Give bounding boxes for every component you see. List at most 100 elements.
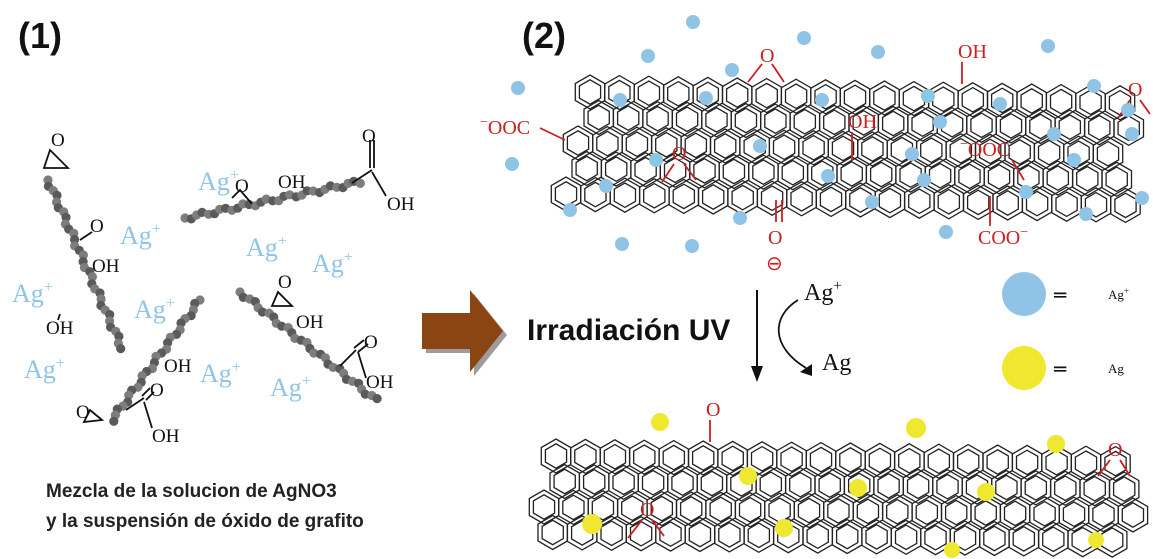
carbon-ring-inner	[750, 445, 774, 472]
carbon-ring-inner	[877, 472, 900, 499]
curved-arrow-icon	[800, 364, 812, 376]
carbon-ring-inner	[700, 470, 724, 497]
carbon-ring-inner	[675, 106, 699, 133]
carbon-ring-inner	[721, 445, 744, 472]
carbon-ring-inner	[600, 520, 623, 547]
panel-1-functional-groups: O O OH OH O OH O OH OH O O OH O	[42, 126, 415, 447]
carbon-ring-inner	[966, 189, 990, 216]
ag-ion-dot	[1041, 39, 1055, 53]
epoxide-bottom-left-bonds	[627, 519, 665, 539]
flake-bead	[109, 416, 119, 426]
carbon-ring-inner	[920, 137, 943, 164]
carbon-ring-inner	[915, 499, 939, 526]
carbon-ring-inner	[655, 131, 678, 158]
ag-nanoparticle-dot	[1088, 532, 1104, 548]
carbon-ring-inner	[936, 473, 959, 500]
flake-bead	[114, 331, 124, 341]
panel-1: (1) O O OH OH O OH O OH OH O	[12, 15, 415, 532]
reactant-label: Ag+	[804, 278, 842, 306]
carbon-ring-inner	[1088, 114, 1111, 141]
carbon-ring-inner	[1092, 501, 1115, 528]
carbon-ring-inner	[596, 130, 619, 157]
carbon-ring-inner	[582, 468, 606, 495]
carbon-ring-inner	[818, 472, 841, 499]
curved-arrow-shaft	[777, 299, 807, 369]
carbon-ring-inner	[781, 159, 805, 186]
ag-ion-dot	[917, 173, 931, 187]
carbonyl-o-4: O	[364, 332, 378, 353]
flake-bead	[372, 394, 382, 404]
ag-ion-label-5: Ag+	[12, 279, 53, 308]
carbon-ring-inner	[734, 107, 758, 134]
carbon-ring-inner	[873, 85, 896, 111]
carbon-ring-inner	[667, 80, 690, 107]
carbon-ring-inner	[613, 182, 637, 209]
flake-bead	[70, 234, 80, 245]
oxyanion-bond	[775, 200, 783, 222]
carboxylate-mid: −OOC	[960, 137, 1010, 161]
carbon-ring-inner	[722, 158, 746, 185]
carbon-ring	[1096, 522, 1128, 558]
carbon-ring-inner	[780, 446, 803, 473]
carbonyl-bond-1	[79, 231, 93, 241]
carbon-ring-inner	[847, 472, 871, 499]
carbon-ring-inner	[1105, 166, 1128, 193]
silver-ion-dots	[505, 15, 1149, 253]
carbon-ring-inner	[983, 525, 1006, 552]
carbon-ring-inner	[701, 184, 725, 210]
carbon-ring-inner	[898, 447, 921, 474]
carbon-ring-inner	[840, 160, 863, 187]
carbon-ring-inner	[974, 500, 997, 526]
carbon-ring-inner	[1033, 500, 1056, 527]
carbon-ring-inner	[814, 83, 837, 110]
carbon-ring	[1117, 497, 1149, 533]
carbon-ring-inner	[641, 469, 665, 496]
carbonyl-o-3: O	[150, 380, 164, 401]
carbon-ring-inner	[738, 496, 762, 523]
ag-ion-dot	[511, 81, 525, 95]
carbon-ring-inner	[616, 105, 640, 132]
carbon-ring	[1101, 161, 1133, 198]
carbon-ring-inner	[809, 446, 833, 473]
epoxide-o-right: O	[1128, 79, 1142, 101]
carbon-ring-inner	[1015, 449, 1039, 476]
carbon-ring-inner	[1029, 113, 1052, 140]
epoxide-ring-4	[270, 290, 295, 307]
carbon-ring-inner	[772, 134, 796, 161]
carbon-ring-inner	[937, 188, 961, 215]
epoxide-o-top: O	[760, 45, 774, 67]
hydroxyl-1: OH	[92, 256, 120, 277]
flake-bead	[176, 318, 186, 328]
flake-bead	[61, 212, 71, 222]
carbon-ring-inner	[637, 80, 661, 107]
legend-particle-label: Ag	[1108, 361, 1124, 376]
hydroxyl-8: OH	[366, 372, 394, 393]
ag-ion-dot	[821, 169, 835, 183]
flake-bead	[116, 344, 126, 354]
carbon-ring	[1108, 471, 1140, 507]
carbon-ring-inner	[953, 525, 977, 552]
carbon-ring-inner	[827, 498, 850, 524]
carbon-ring-inner	[574, 443, 597, 470]
carbon-ring-inner	[1062, 501, 1086, 528]
carbon-ring-inner	[886, 498, 909, 525]
hydroxyl-7: OH	[296, 312, 324, 333]
carbon-ring-inner	[1100, 527, 1124, 554]
carbon-ring-inner	[1042, 526, 1065, 553]
carbon-ring-inner	[532, 494, 556, 520]
caption-line-2: y la suspensión de óxido de grafito	[46, 511, 364, 532]
ag-ion-dot	[1087, 79, 1101, 93]
carbon-ring-inner	[852, 109, 875, 136]
ag-nanoparticle-dot	[1047, 435, 1065, 453]
carbon-ring-inner	[906, 473, 930, 500]
hydroxyl-5: OH	[164, 356, 192, 377]
carbon-ring-inner	[1008, 139, 1031, 165]
carbon-ring-inner	[1076, 165, 1099, 192]
carbon-ring-inner	[835, 523, 859, 550]
epoxide-top-bonds	[747, 63, 785, 83]
carbon-ring-inner	[881, 110, 905, 137]
ag-ion-label-3: Ag+	[246, 233, 287, 262]
carbon-ring-inner	[566, 130, 590, 156]
carboxylate-left-bond	[539, 127, 566, 141]
ag-ion-label-9: Ag+	[270, 373, 311, 402]
